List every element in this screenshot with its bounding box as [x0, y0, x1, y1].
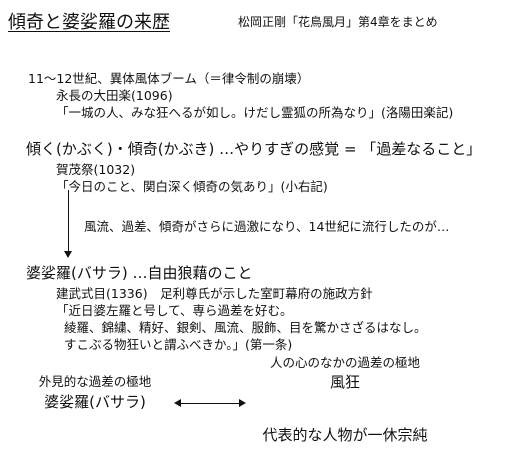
left-label: 外見的な過差の極地	[38, 374, 152, 389]
left-term: 婆娑羅(バサラ)	[44, 393, 146, 411]
transition-text: 風流、過差、傾奇がさらに過激になり、14世紀に流行したのが…	[84, 219, 450, 234]
rakuyo-quote-line: 「一城の人、みな狂へるが如し。けだし霊狐の所為なり」(洛陽田楽記)	[56, 105, 454, 120]
page-title: 傾奇と婆娑羅の来歴	[8, 12, 170, 33]
era-line: 11～12世紀、異体風体ブーム（＝律令制の崩壊）	[28, 71, 310, 86]
kenmu-quote-line-1: 「近日婆左羅と号して、専ら過差を好む。	[56, 303, 293, 318]
right-label: 人の心のなかの過差の極地	[269, 355, 420, 370]
basara-heading: 婆娑羅(バサラ) …自由狼藉のこと	[26, 264, 253, 282]
down-arrow-icon	[64, 190, 72, 258]
eicho-dengaku-line: 永長の大田楽(1096)	[56, 88, 173, 103]
kenmu-shikimoku-line: 建武式目(1336) 足利尊氏が示した室町幕府の施政方針	[56, 286, 373, 301]
shoyuki-quote-line: 「今日のこと、関白深く傾奇の気あり」(小右記)	[56, 179, 328, 194]
kenmu-quote-line-3: すこぶる物狂いと謂ふべきか。」(第一条)	[64, 337, 293, 352]
page-subtitle: 松岡正剛「花鳥風月」第4章をまとめ	[238, 15, 438, 29]
right-note: 代表的な人物が一休宗純	[262, 426, 428, 444]
kabuku-heading: 傾く(かぶく)・傾奇(かぶき) …やりすぎの感覚 = 「過差なること」	[26, 140, 482, 158]
kamo-festival-line: 賀茂祭(1032)	[56, 162, 136, 177]
right-term: 風狂	[329, 373, 360, 391]
kenmu-quote-line-2: 綾羅、錦繍、精好、銀剣、風流、服飾、目を驚かさざるはなし。	[64, 320, 427, 335]
double-arrow-icon	[174, 399, 246, 407]
